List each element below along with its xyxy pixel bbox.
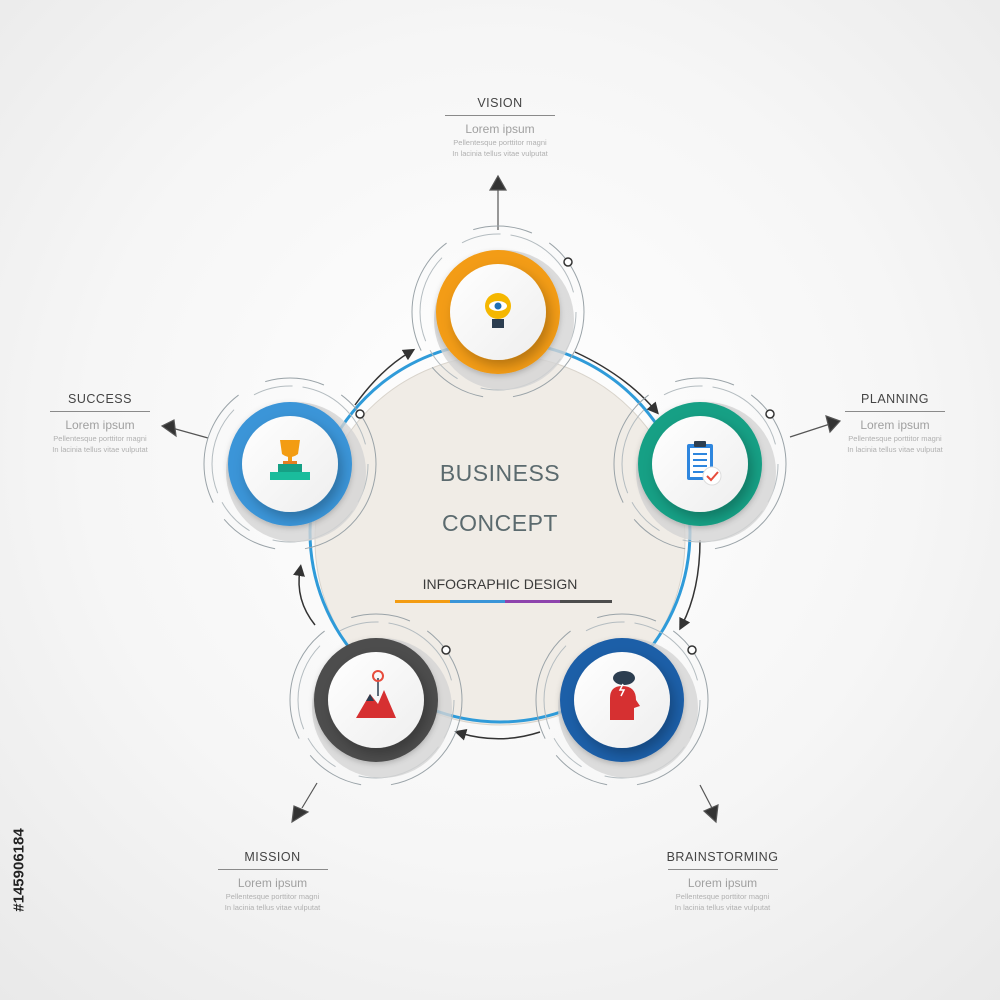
node-brainstorming-mid-ring — [543, 621, 701, 779]
label-vision-subtitle: Lorem ipsum — [465, 122, 535, 136]
trophy-podium-icon — [270, 440, 310, 480]
label-mission-desc-1: Pellentesque porttitor magni — [225, 892, 320, 901]
label-success-subtitle: Lorem ipsum — [65, 418, 135, 432]
clipboard-check-icon — [687, 441, 722, 486]
label-brainstorming-desc-2: In lacinia tellus vitae vulputat — [674, 903, 771, 912]
label-brainstorming: BRAINSTORMING Lorem ipsum Pellentesque p… — [645, 850, 800, 912]
label-mission-rule — [217, 869, 328, 870]
center-subtitle: INFOGRAPHIC DESIGN — [422, 576, 578, 592]
label-success-title: SUCCESS — [68, 392, 132, 406]
node-mission-outer-ring — [289, 613, 463, 787]
label-mission-title: MISSION — [244, 850, 301, 864]
node-vision-mid-ring — [419, 233, 577, 391]
head-storm-icon — [610, 671, 640, 720]
lightbulb-eye-icon — [485, 293, 511, 328]
label-vision-title: VISION — [477, 96, 523, 110]
label-brainstorming-desc-1: Pellentesque porttitor magni — [675, 892, 770, 901]
label-planning-desc-1: Pellentesque porttitor magni — [848, 434, 942, 443]
node-success-outer-ring — [203, 377, 377, 551]
node-vision-dot — [563, 257, 573, 267]
node-mission-face — [328, 652, 424, 748]
label-vision-rule — [445, 115, 555, 116]
node-planning-mid-ring — [621, 385, 779, 543]
stripe-purple — [505, 600, 560, 603]
stripe-dark — [560, 600, 612, 603]
node-planning — [613, 377, 787, 551]
label-success: SUCCESS Lorem ipsum Pellentesque porttit… — [30, 392, 170, 454]
label-vision-desc-2: In lacinia tellus vitae vulputat — [452, 149, 548, 158]
node-mission-mid-ring — [297, 621, 455, 779]
label-brainstorming-title: BRAINSTORMING — [666, 850, 779, 864]
label-brainstorming-rule — [667, 869, 778, 870]
stock-id-text: #145906184 — [10, 828, 28, 912]
node-planning-outer-ring — [613, 377, 787, 551]
label-success-desc-1: Pellentesque porttitor magni — [53, 434, 147, 443]
label-brainstorming-subtitle: Lorem ipsum — [687, 876, 758, 890]
node-mission — [289, 613, 463, 787]
label-vision: VISION Lorem ipsum Pellentesque porttito… — [420, 96, 580, 158]
node-planning-dot — [765, 409, 775, 419]
label-planning-rule — [845, 411, 945, 412]
center-title-line1: BUSINESS — [439, 460, 561, 486]
node-mission-dot — [441, 645, 451, 655]
label-mission-desc-2: In lacinia tellus vitae vulputat — [224, 903, 321, 912]
stripe-blue — [450, 600, 505, 603]
label-planning-title: PLANNING — [861, 392, 929, 406]
label-mission: MISSION Lorem ipsum Pellentesque porttit… — [200, 850, 345, 912]
stripe-orange — [395, 600, 450, 603]
flow-arrows — [293, 348, 701, 741]
node-vision — [411, 225, 585, 399]
label-vision-desc-1: Pellentesque porttitor magni — [453, 138, 547, 147]
label-success-rule — [50, 411, 150, 412]
node-success-dot — [355, 409, 365, 419]
center-title-line2: CONCEPT — [442, 510, 558, 536]
label-mission-subtitle: Lorem ipsum — [237, 876, 308, 890]
stock-id-vertical: #145906184 — [6, 740, 32, 1000]
node-vision-outer-ring — [411, 225, 585, 399]
outward-arrows — [160, 174, 842, 824]
label-planning: PLANNING Lorem ipsum Pellentesque portti… — [825, 392, 965, 454]
label-planning-subtitle: Lorem ipsum — [860, 418, 930, 432]
mountain-target-icon — [356, 670, 396, 718]
label-planning-desc-2: In lacinia tellus vitae vulputat — [847, 445, 943, 454]
label-success-desc-2: In lacinia tellus vitae vulputat — [52, 445, 148, 454]
node-brainstorming-dot — [687, 645, 697, 655]
node-brainstorming — [535, 613, 709, 787]
node-brainstorming-outer-ring — [535, 613, 709, 787]
node-success-mid-ring — [211, 385, 369, 543]
node-success — [203, 377, 377, 551]
